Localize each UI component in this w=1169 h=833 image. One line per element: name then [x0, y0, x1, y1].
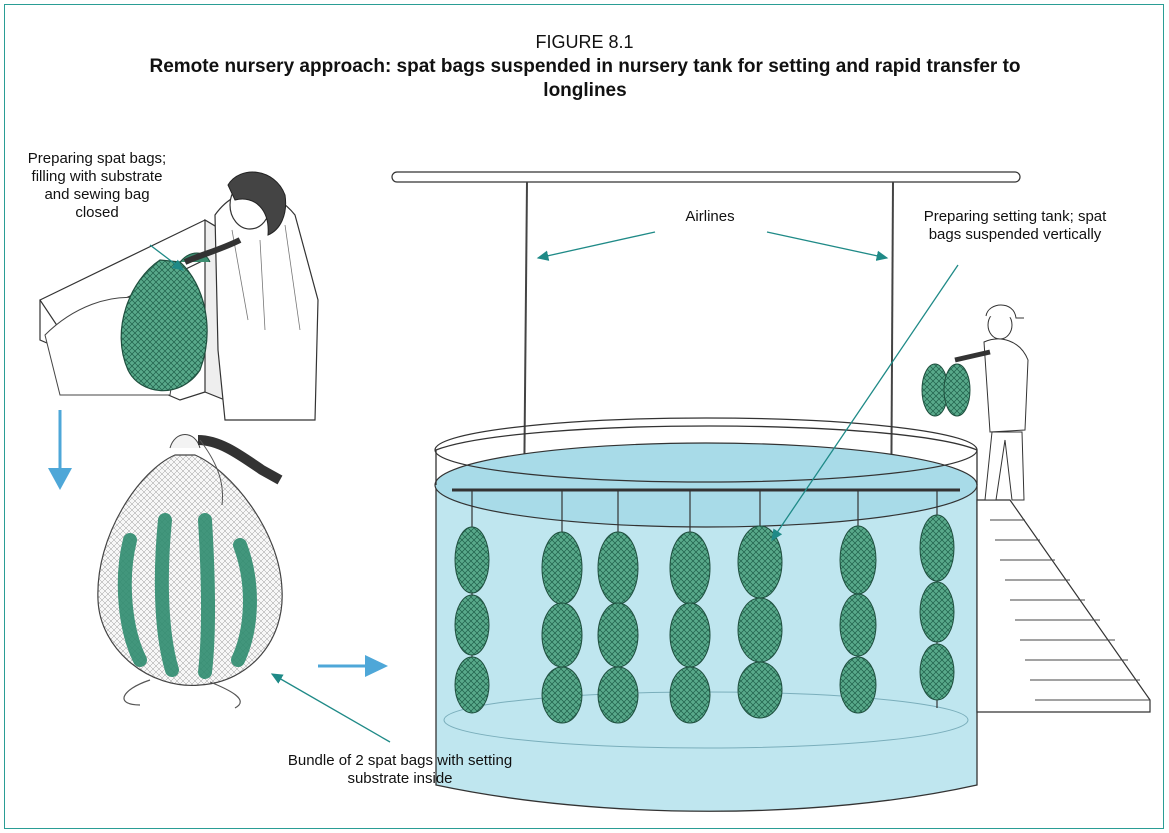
label-bundle: Bundle of 2 spat bags with setting subst…	[280, 752, 520, 788]
arrow-right-icon	[318, 655, 388, 677]
label-preparing-bags: Preparing spat bags; filling with substr…	[22, 150, 172, 222]
pointer-airline-right	[767, 232, 887, 258]
overhead-airline-pipe	[392, 172, 1020, 182]
arrow-down-icon	[48, 410, 72, 490]
stairs-illustration	[977, 500, 1150, 712]
nursery-tank-illustration	[392, 172, 1020, 811]
label-airlines: Airlines	[650, 208, 770, 226]
label-setting-tank: Preparing setting tank; spat bags suspen…	[915, 208, 1115, 244]
pointer-bundle	[272, 674, 390, 742]
spat-bag-bundle-illustration	[98, 435, 282, 709]
pointer-airline-left	[538, 232, 655, 258]
